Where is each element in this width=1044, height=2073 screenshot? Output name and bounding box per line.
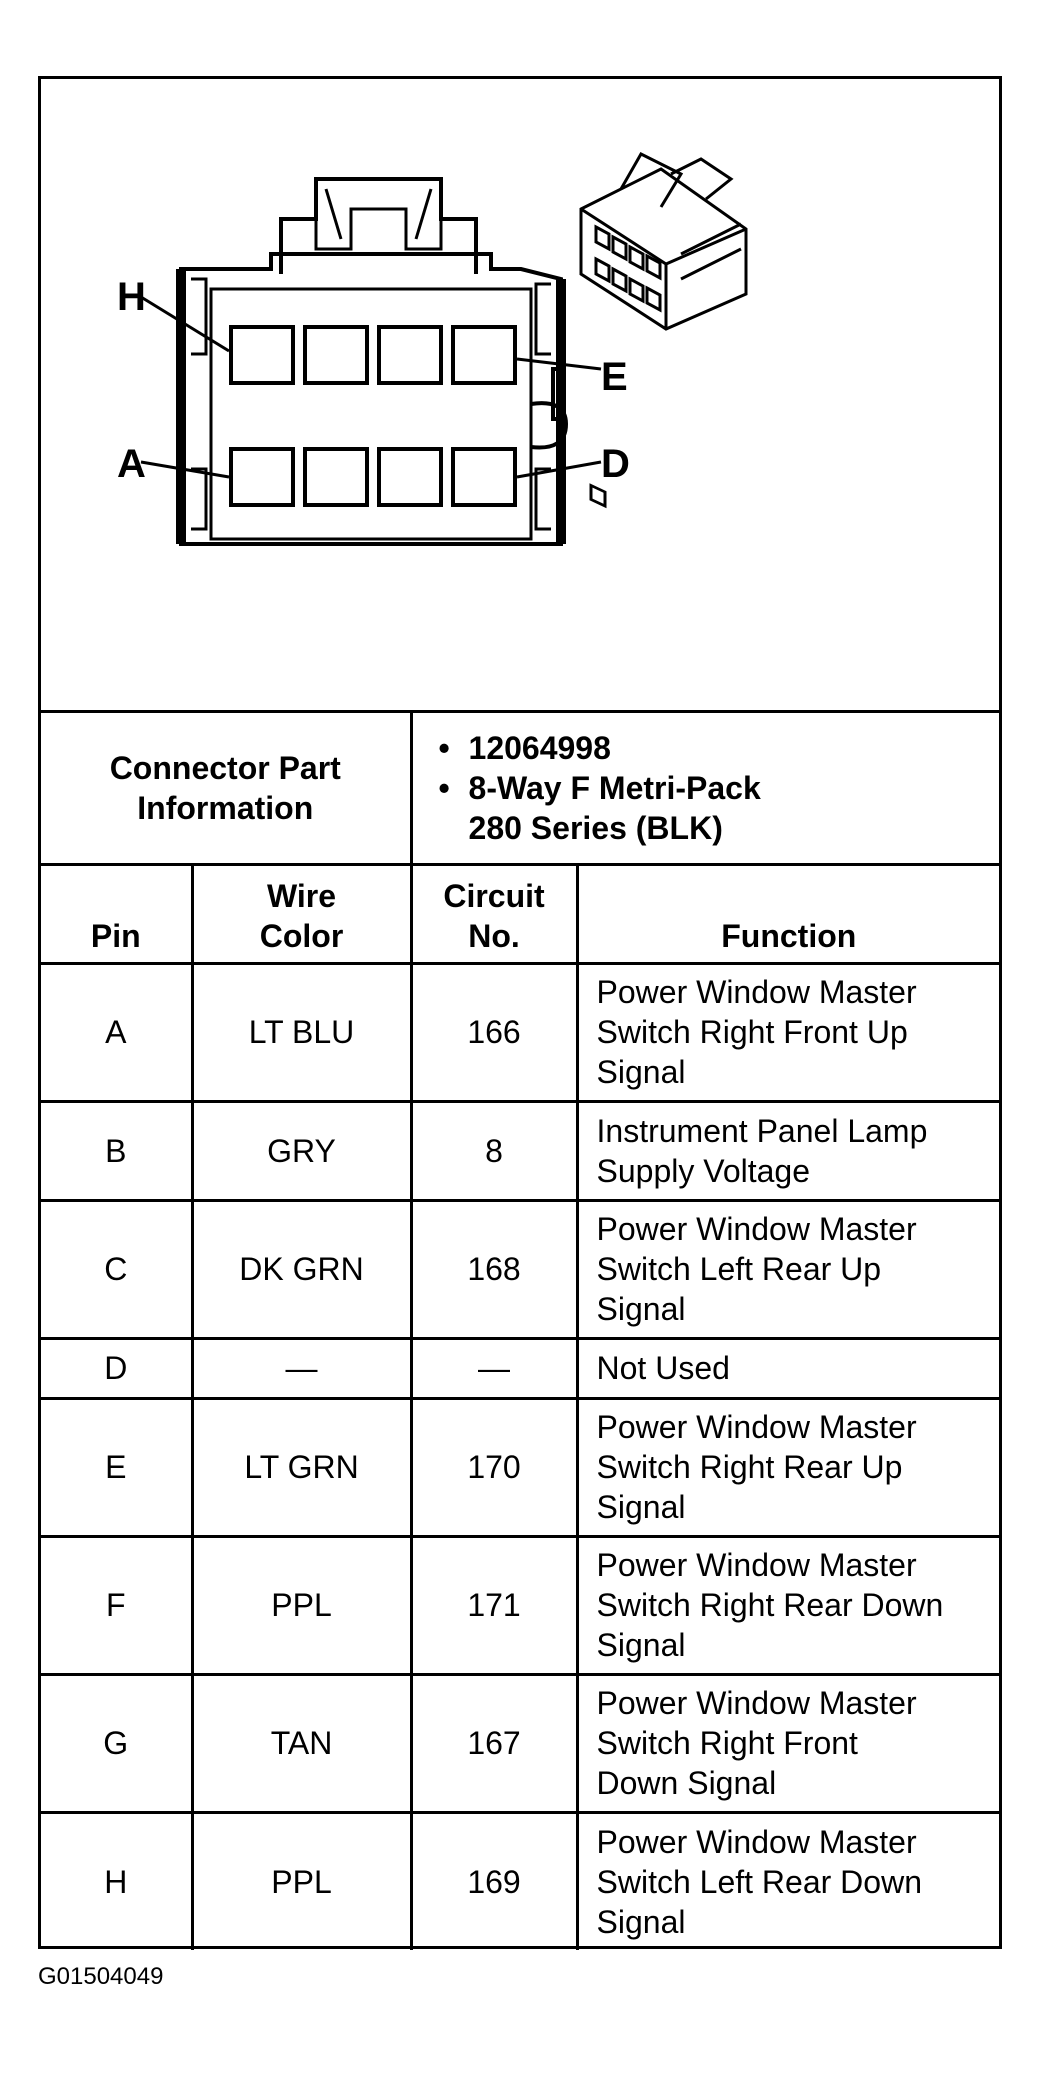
function-cell: Not Used	[575, 1336, 1000, 1400]
circuit-cell: 167	[409, 1672, 579, 1814]
cavity-a	[229, 447, 295, 507]
pin-cell: A	[41, 961, 194, 1103]
cavity-f	[377, 325, 443, 385]
cavity-h	[229, 325, 295, 385]
leader-e	[516, 357, 602, 371]
cavity-c	[377, 447, 443, 507]
pin-cell: C	[41, 1198, 194, 1340]
cavity-b	[303, 447, 369, 507]
circuit-cell: 166	[409, 961, 579, 1103]
pin-cell: B	[41, 1099, 194, 1202]
leader-a	[140, 460, 230, 479]
pin-label-e: E	[601, 355, 628, 399]
connector-info-label: Connector Part Information	[41, 713, 413, 866]
wire-color-cell: LT BLU	[190, 961, 413, 1103]
leader-d	[516, 460, 602, 479]
table-row: D — — Not Used	[41, 1336, 1000, 1400]
figure-id: G01504049	[38, 1963, 164, 1990]
pin-cell: F	[41, 1534, 194, 1676]
connector-drawing	[140, 152, 748, 546]
wire-color-cell: PPL	[190, 1534, 413, 1676]
pin-cell: H	[41, 1810, 194, 1950]
circuit-cell: 170	[409, 1396, 579, 1538]
circuit-cell: 168	[409, 1198, 579, 1340]
pin-cell: G	[41, 1672, 194, 1814]
cavity-d	[451, 447, 517, 507]
connector-description-line2: 280 Series (BLK)	[468, 809, 723, 846]
pinout-table: Connector Part Information 12064998 8-Wa…	[41, 713, 1000, 1950]
pin-label-h: H	[117, 275, 146, 319]
header-function: Function	[575, 862, 1000, 965]
part-number: 12064998	[439, 728, 999, 768]
pin-label-a: A	[117, 442, 146, 486]
pin-label-d: D	[601, 442, 630, 486]
cavity-g	[303, 325, 369, 385]
cavity-e	[451, 325, 517, 385]
circuit-cell: —	[409, 1336, 579, 1400]
connector-body-outline	[179, 252, 563, 546]
circuit-cell: 169	[409, 1810, 579, 1950]
connector-figure-frame: H E A D Connector Part Information 12064…	[38, 76, 1002, 1950]
connector-info-values: 12064998 8-Way F Metri-Pack 280 Series (…	[409, 713, 1000, 866]
wire-color-cell: GRY	[190, 1099, 413, 1202]
top-latch-outline	[279, 177, 478, 274]
circuit-cell: 8	[409, 1099, 579, 1202]
connector-inner-outline	[209, 287, 533, 541]
pin-cell: D	[41, 1336, 194, 1400]
circuit-cell: 171	[409, 1534, 579, 1676]
header-pin: Pin	[41, 862, 194, 965]
wire-color-cell: LT GRN	[190, 1396, 413, 1538]
wire-color-cell: —	[190, 1336, 413, 1400]
connector-diagram: H E A D	[41, 79, 999, 713]
isometric-connector-view	[579, 152, 748, 509]
wire-color-cell: PPL	[190, 1810, 413, 1950]
pin-cell: E	[41, 1396, 194, 1538]
leader-h	[140, 295, 230, 353]
wire-color-cell: DK GRN	[190, 1198, 413, 1340]
connector-description-line1: 8-Way F Metri-Pack	[439, 768, 999, 808]
connector-info-row: Connector Part Information 12064998 8-Wa…	[41, 713, 1000, 866]
wire-color-cell: TAN	[190, 1672, 413, 1814]
